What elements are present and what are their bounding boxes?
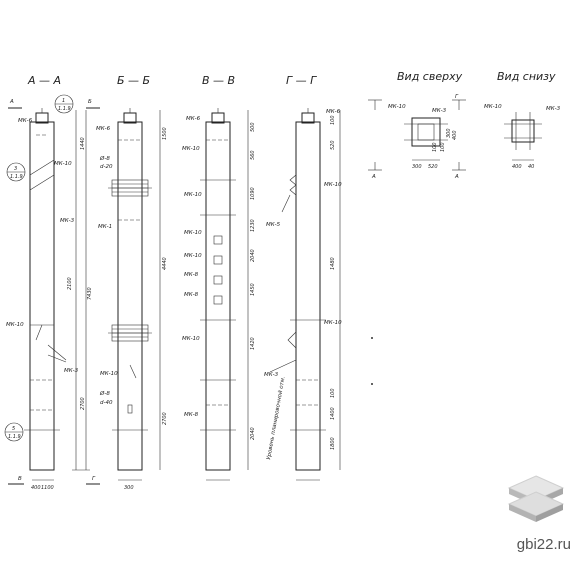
dim-a-4: 2700 — [80, 397, 86, 410]
label-v-1: МК-6 — [186, 116, 201, 122]
dim-b-4: 300 — [124, 485, 134, 491]
column-section-g — [269, 108, 341, 481]
label-g-3: МК-5 — [266, 222, 281, 228]
label-a-2: МК-10 — [54, 161, 72, 167]
label-g-2: МК-10 — [324, 182, 342, 188]
dim-top-4: 100 — [432, 142, 438, 152]
watermark-site: gbi22.ru — [516, 536, 571, 553]
dim-v-8: 2040 — [250, 427, 256, 440]
label-b-6: Ø-8 — [99, 390, 110, 397]
label-b-1: МК-6 — [96, 126, 111, 132]
dim-a-5: 400 — [31, 485, 41, 491]
label-g-5: МК-3 — [264, 372, 279, 378]
label-bottom-2: МК-3 — [546, 106, 561, 112]
label-v-8: МК-10 — [182, 336, 200, 342]
label-v-7: МК-8 — [184, 292, 199, 298]
cut-marker-a: А — [9, 99, 14, 105]
dim-g-2: 520 — [330, 140, 336, 150]
dim-top-1: 300 — [446, 128, 452, 138]
dim-a-1: 1440 — [80, 137, 86, 150]
dim-v-4: 1230 — [250, 219, 256, 232]
dim-g-6: 1800 — [330, 437, 336, 450]
cut-marker-v-1: В — [18, 476, 22, 482]
dim-v-3: 1090 — [250, 187, 256, 200]
column-section-v — [200, 108, 249, 481]
bottom-view-drawing — [504, 112, 542, 161]
cut-marker-g-top: Г — [455, 94, 459, 100]
dim-v-5: 2040 — [250, 249, 256, 262]
section-b-title: Б — Б — [117, 74, 150, 87]
dim-v-6: 1450 — [250, 283, 256, 296]
dim-g-4: 100 — [330, 388, 336, 398]
node-1-ref: 1.1.9 — [58, 106, 71, 112]
bottom-view-title: Вид снизу — [497, 70, 556, 83]
top-view-drawing — [368, 99, 466, 171]
node-3-number: 3 — [14, 166, 17, 172]
dim-b-2: 4440 — [162, 257, 168, 270]
label-a-5: МК-3 — [64, 368, 79, 374]
node-5-ref: 1.1.9 — [8, 434, 21, 440]
label-v-2: МК-10 — [182, 146, 200, 152]
dim-g-1: 100 — [330, 115, 336, 125]
label-b-5: МК-10 — [100, 371, 118, 377]
cut-marker-b-1: Б — [88, 99, 92, 105]
label-v-5: МК-10 — [184, 253, 202, 259]
label-b-3: d-20 — [100, 164, 113, 170]
dim-top-3: 100 — [440, 142, 446, 152]
dim-v-1: 500 — [250, 122, 256, 132]
label-g-1: МК-6 — [326, 109, 341, 115]
cut-marker-a-top-2: А — [454, 174, 459, 180]
label-top-2: МК-3 — [432, 108, 447, 114]
label-v-3: МК-10 — [184, 192, 202, 198]
label-b-2: Ø-8 — [99, 155, 110, 162]
label-v-6: МК-8 — [184, 272, 199, 278]
node-5-number: 5 — [12, 426, 15, 432]
dim-b-1: 1500 — [162, 127, 168, 140]
dim-top-2: 400 — [452, 130, 458, 140]
section-v-title: В — В — [202, 74, 235, 87]
section-a-title: А — А — [27, 74, 61, 87]
dim-a-3: 7430 — [87, 287, 93, 300]
dim-top-5: 300 — [412, 164, 422, 170]
label-b-7: d-40 — [100, 400, 113, 406]
section-g-title: Г — Г — [286, 74, 317, 87]
dim-v-7: 1420 — [250, 337, 256, 350]
dim-bottom-2: 40 — [528, 164, 534, 170]
top-view-title: Вид сверху — [397, 70, 463, 83]
ground-level-note: Уровень планировочной отм. — [266, 376, 287, 461]
label-g-4: МК-10 — [324, 320, 342, 326]
dim-top-6: 520 — [428, 164, 438, 170]
dim-g-5: 1400 — [330, 407, 336, 420]
node-1-number: 1 — [62, 98, 65, 104]
dim-a-2: 2100 — [67, 277, 73, 290]
label-v-9: МК-8 — [184, 412, 199, 418]
label-a-3: МК-3 — [60, 218, 75, 224]
logo-icon — [507, 475, 565, 522]
label-top-1: МК-10 — [388, 104, 406, 110]
label-a-4: МК-10 — [6, 322, 24, 328]
dim-b-3: 2700 — [162, 412, 168, 425]
dim-a-6: 1100 — [41, 485, 54, 491]
dim-v-2: 560 — [250, 150, 256, 160]
label-b-4: МК-1 — [98, 224, 112, 230]
cut-marker-a-top: А — [371, 174, 376, 180]
dim-g-3: 1480 — [330, 257, 336, 270]
label-a-1: МК-6 — [18, 118, 33, 124]
column-section-a — [24, 108, 90, 481]
node-3-ref: 1.1.9 — [10, 174, 23, 180]
label-v-4: МК-10 — [184, 230, 202, 236]
label-bottom-1: МК-10 — [484, 104, 502, 110]
cut-marker-g-1: Г — [92, 476, 96, 482]
dim-bottom-1: 400 — [512, 164, 522, 170]
column-section-b — [108, 108, 161, 481]
